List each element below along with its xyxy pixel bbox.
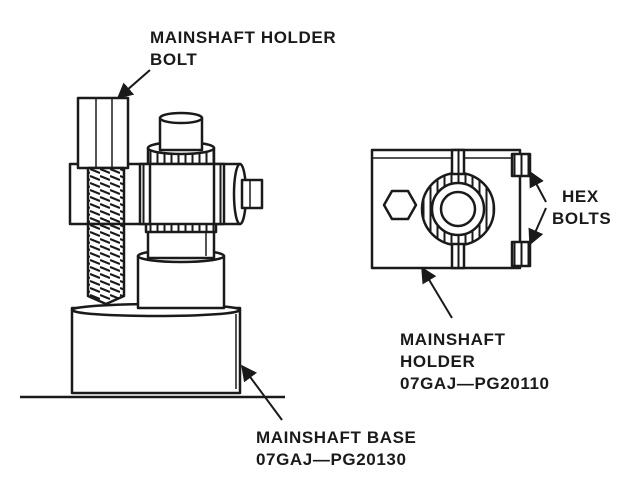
label-holder-bolt-line1: MAINSHAFT HOLDER	[150, 28, 337, 47]
label-hex-bolts-line1: HEX	[562, 187, 599, 206]
slot-bottom	[450, 242, 466, 270]
label-hex-bolts: HEX BOLTS	[552, 186, 611, 230]
label-mainshaft-base: MAINSHAFT BASE 07GAJ—PG20130	[256, 427, 416, 471]
label-holder-bolt: MAINSHAFT HOLDER BOLT	[150, 27, 336, 71]
label-mainshaft-holder-part: 07GAJ—PG20110	[400, 374, 550, 393]
arrow-holder-bolt	[116, 69, 151, 100]
label-mainshaft-base-line1: MAINSHAFT BASE	[256, 428, 417, 447]
hex-bolt-top	[510, 152, 532, 178]
label-mainshaft-holder: MAINSHAFT HOLDER 07GAJ—PG20110	[400, 329, 550, 395]
arrow-hex-bolt-top	[529, 170, 547, 203]
label-mainshaft-holder-line1: MAINSHAFT	[400, 330, 506, 349]
label-holder-bolt-line2: BOLT	[150, 50, 198, 69]
mainshaft-holder-bolt	[76, 96, 130, 306]
label-mainshaft-holder-line2: HOLDER	[400, 352, 476, 371]
slot-top	[450, 148, 466, 176]
hex-bolt-bottom	[510, 240, 532, 268]
label-mainshaft-base-part: 07GAJ—PG20130	[256, 450, 407, 469]
mainshaft-shaft	[136, 111, 226, 310]
arrow-mainshaft-holder	[421, 266, 453, 319]
mainshaft-base	[70, 302, 242, 395]
label-hex-bolts-line2: BOLTS	[552, 209, 612, 228]
arrow-mainshaft-base	[241, 364, 283, 421]
hex-head-top	[382, 189, 418, 221]
mainshaft-holder-top	[370, 148, 532, 270]
arrow-hex-bolt-bottom	[528, 207, 547, 246]
